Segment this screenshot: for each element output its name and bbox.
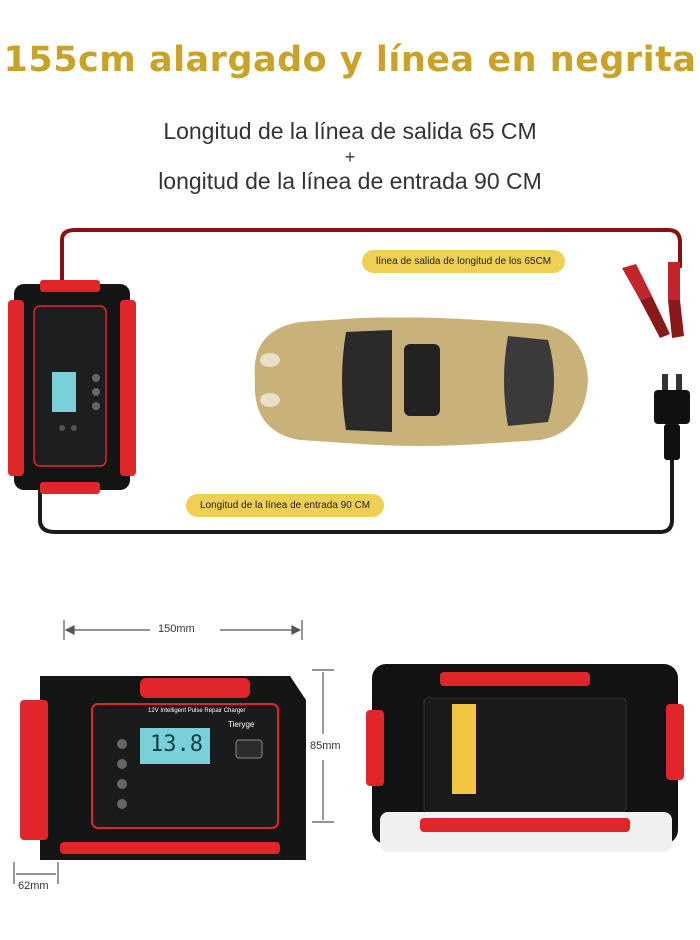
clamp-icon [622,262,684,338]
input-cable [38,460,674,534]
charger-top [8,280,136,494]
headline: 155cm alargado y línea en negrita [3,40,697,80]
depth-label: 62mm [18,880,49,892]
depth-dimension [13,862,59,884]
height-dimension [312,669,334,823]
output-length-text: Longitud de la línea de salida 65 CM [163,118,537,144]
display-reading: 13.8 [150,732,203,757]
plug-icon [654,374,690,460]
input-cable-label: Longitud de la línea de entrada 90 CM [186,494,385,517]
lcd-screen-front [140,728,210,764]
output-cable-label: línea de salida de longitud de los 65CM [362,250,566,273]
width-dimension [63,620,303,640]
lcd-screen [52,372,76,412]
output-cable [60,228,682,282]
car-image [254,317,588,446]
charger-title: 12V Intelligent Pulse Repair Charger [148,708,246,714]
charger-front [20,676,306,860]
input-length-text: longitud de la línea de entrada 90 CM [158,168,542,194]
charger-back [366,664,684,852]
width-label: 150mm [158,623,195,635]
brand-label: Tieryge [228,720,255,729]
plus-sign: + [344,147,356,167]
height-label: 85mm [310,740,341,752]
